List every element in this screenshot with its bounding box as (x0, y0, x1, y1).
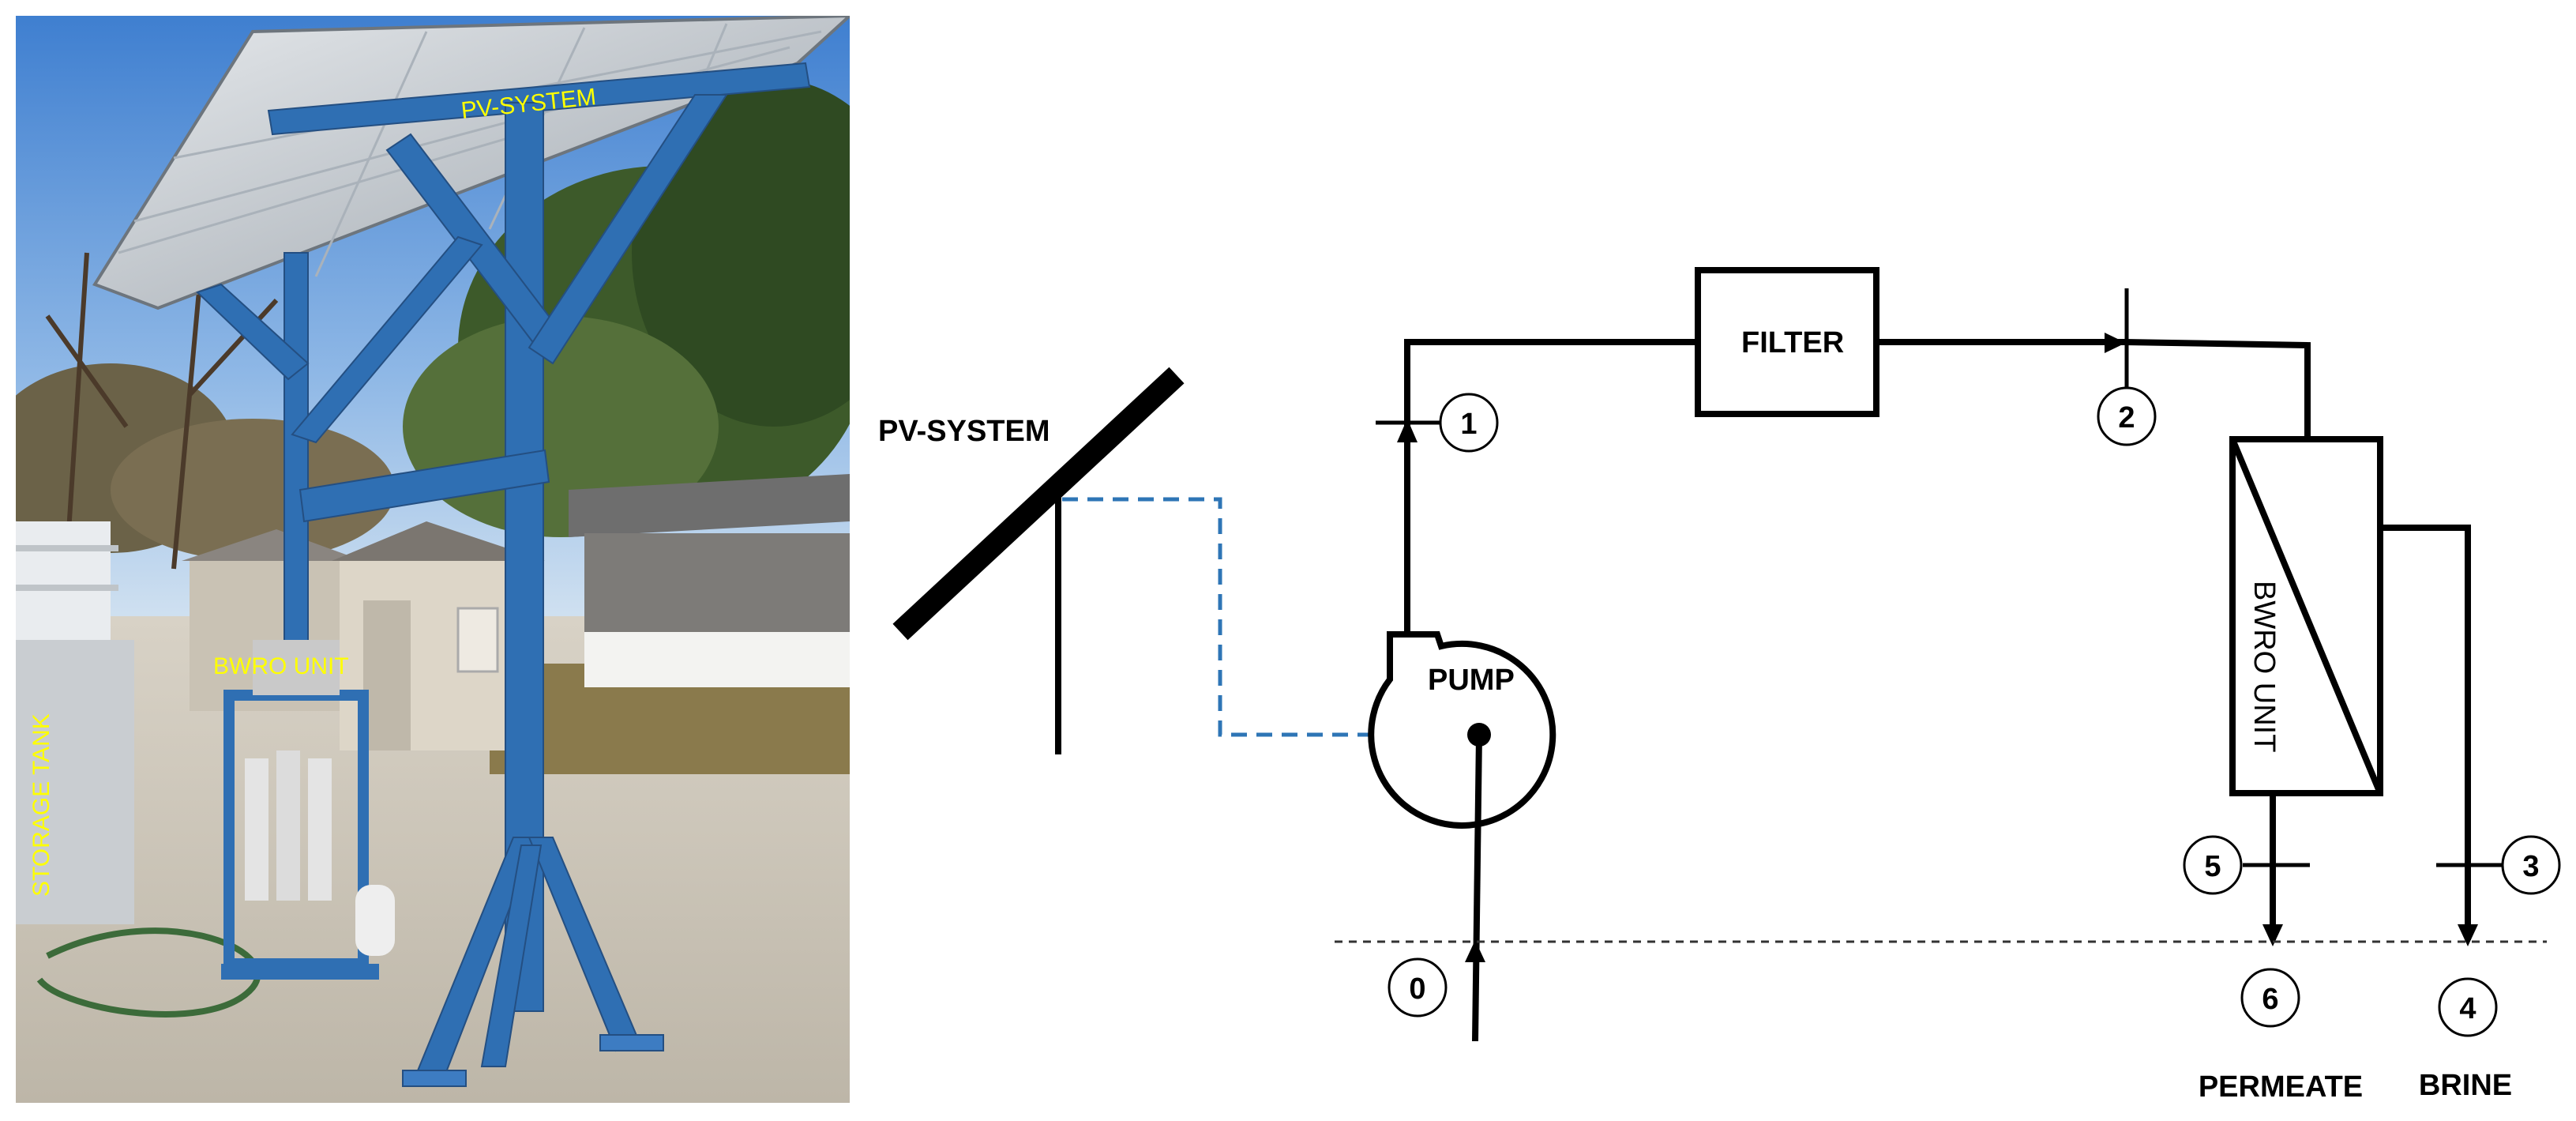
node-3: 3 (2501, 835, 2561, 895)
node-4: 4 (2438, 977, 2498, 1037)
pump-to-filter-pipe (1404, 339, 1698, 634)
photo-label-bwro-unit: BWRO UNIT (213, 653, 349, 679)
power-line (1062, 497, 1374, 737)
node-2: 2 (2097, 386, 2157, 446)
node-0-number: 0 (1409, 972, 1425, 1006)
pump-label: PUMP (1428, 664, 1515, 697)
node-6-number: 6 (2262, 983, 2278, 1016)
node-4-number: 4 (2459, 992, 2476, 1025)
pump-symbol (1368, 631, 1556, 829)
node-2-number: 2 (2118, 401, 2135, 434)
sheds (182, 521, 545, 750)
node-5-number: 5 (2204, 850, 2221, 883)
inlet-pipe (1472, 734, 1482, 1042)
pv-system-symbol (892, 367, 1185, 754)
pv-system-label: PV-SYSTEM (878, 415, 1050, 448)
hose (36, 927, 261, 1018)
node-1-number: 1 (1460, 408, 1477, 441)
site-photo: PV-SYSTEM BWRO UNIT STORAGE TANK (16, 16, 850, 1103)
building (569, 474, 850, 687)
filter-label: FILTER (1741, 326, 1844, 359)
node-5: 5 (2183, 835, 2243, 895)
pv-frame (196, 62, 811, 1087)
bwro-unit (221, 640, 395, 980)
node-6: 6 (2240, 968, 2300, 1028)
node-3-number: 3 (2522, 850, 2539, 883)
permeate-label: PERMEATE (2199, 1070, 2363, 1104)
brine-label: BRINE (2419, 1069, 2512, 1102)
brine-pipe (2380, 525, 2471, 940)
site-photo-illustration: PV-SYSTEM BWRO UNIT STORAGE TANK (16, 16, 850, 1103)
trees (16, 79, 850, 617)
bwro-unit-box (2229, 436, 2383, 796)
storage-tank (16, 521, 134, 924)
node-1: 1 (1439, 393, 1499, 453)
filter-to-bwro-pipe (1876, 339, 2311, 439)
inlet-arrow (1465, 940, 1485, 962)
filter-box (1695, 267, 1879, 417)
bwro-unit-label: BWRO UNIT (2247, 581, 2281, 752)
node-0: 0 (1388, 957, 1448, 1018)
photo-label-storage-tank: STORAGE TANK (28, 713, 54, 897)
